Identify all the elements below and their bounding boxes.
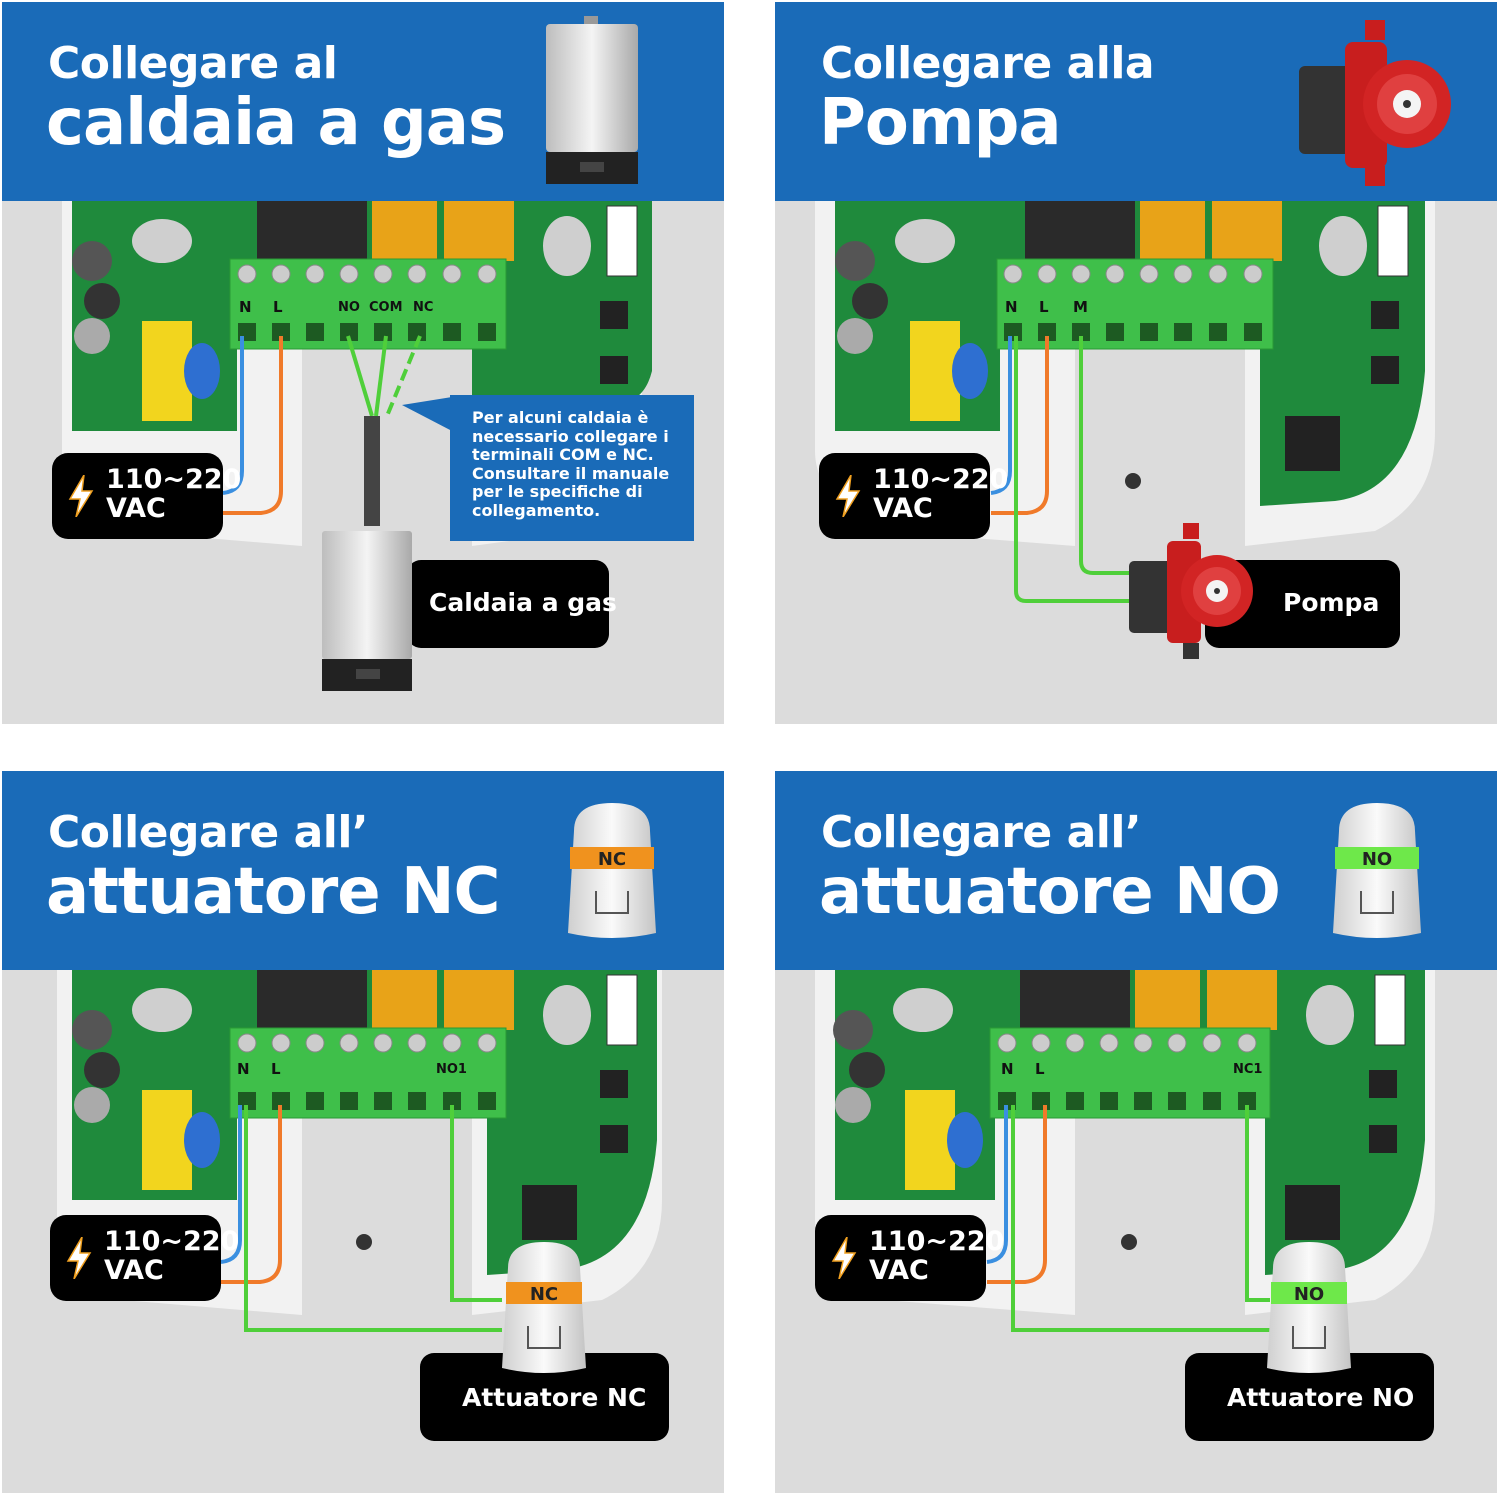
actuator-icon — [568, 803, 656, 938]
panel-attuatore-nc: Collegare all’ attuatore NC NC — [2, 771, 724, 1493]
actuator-mark: NO — [1293, 1284, 1325, 1305]
device-label: Attuatore NO — [1227, 1383, 1415, 1412]
panel-banner: Collegare all’ attuatore NO NO — [775, 771, 1497, 970]
panel-title-large: attuatore NO — [819, 855, 1281, 929]
panel-attuatore-no: Collegare all’ attuatore NO NO — [775, 771, 1497, 1493]
note-line: necessario collegare i — [472, 426, 669, 446]
panel-title-small: Collegare all’ — [821, 807, 1142, 858]
pump-icon — [1129, 523, 1253, 659]
panel-title-large: attuatore NC — [46, 855, 500, 929]
panel-title-large: caldaia a gas — [46, 86, 506, 160]
panel-title-small: Collegare alla — [821, 38, 1155, 89]
actuator-mark: NC — [529, 1284, 559, 1305]
terminal-label-l: L — [273, 298, 283, 316]
terminal-label-n: N — [237, 1060, 250, 1078]
device-label: Attuatore NC — [462, 1383, 647, 1412]
terminal-label-com: COM — [369, 300, 403, 315]
panel-title-small: Collegare al — [48, 38, 338, 89]
panel-banner: Collegare all’ attuatore NC NC — [2, 771, 724, 970]
pump-icon — [1299, 20, 1451, 186]
device-label-badge: Attuatore NC — [420, 1353, 669, 1441]
note-line: Per alcuni caldaia è — [472, 408, 649, 427]
lightning-icon — [831, 1237, 857, 1279]
actuator-mark: NO — [1361, 849, 1393, 870]
actuator-icon — [502, 1242, 586, 1373]
actuator-mark: NC — [597, 849, 627, 870]
lightning-icon — [68, 475, 94, 517]
note-line: collegamento. — [472, 500, 601, 520]
terminal-label-no: NO — [338, 300, 360, 315]
terminal-label-nc: NC — [413, 300, 434, 315]
boiler-icon — [322, 531, 412, 691]
device-label: Caldaia a gas — [429, 588, 617, 617]
note-line: Consultare il manuale — [472, 463, 670, 483]
panel-pompa: Collegare alla Pompa — [775, 2, 1497, 724]
panel-title-large: Pompa — [819, 86, 1062, 160]
note-line: per le specifiche di — [472, 482, 643, 501]
wiring-note: Per alcuni caldaia è necessario collegar… — [402, 395, 694, 541]
actuator-icon — [1267, 1242, 1351, 1373]
panel-banner: Collegare alla Pompa — [775, 2, 1497, 201]
terminal-label-l: L — [271, 1060, 281, 1078]
terminal-label-n: N — [1005, 298, 1018, 316]
device-label: Pompa — [1283, 588, 1380, 617]
note-pointer — [402, 397, 452, 431]
panel-title-small: Collegare all’ — [48, 807, 369, 858]
thermostat-board — [815, 201, 1435, 603]
terminal-label-nc1: NC1 — [1233, 1062, 1263, 1077]
lightning-icon — [66, 1237, 92, 1279]
terminal-label-l: L — [1035, 1060, 1045, 1078]
actuator-icon — [1333, 803, 1421, 938]
terminal-label-no1: NO1 — [436, 1062, 467, 1077]
boiler-icon — [546, 16, 638, 184]
terminal-label-m: M — [1073, 298, 1088, 316]
terminal-label-n: N — [1001, 1060, 1014, 1078]
panel-banner: Collegare al caldaia a gas — [2, 2, 724, 201]
lightning-icon — [835, 475, 861, 517]
terminal-label-n: N — [239, 298, 252, 316]
panel-caldaia: Collegare al caldaia a gas — [2, 2, 724, 724]
terminal-label-l: L — [1039, 298, 1049, 316]
note-line: terminali COM e NC. — [472, 445, 654, 464]
device-label-badge: Caldaia a gas — [407, 560, 617, 648]
